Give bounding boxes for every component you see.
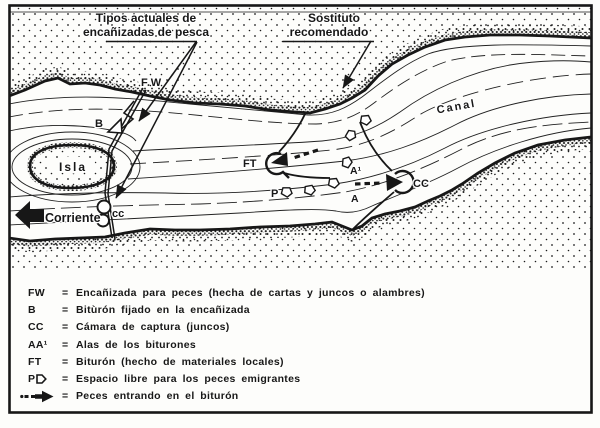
pentagon-icon (36, 374, 48, 384)
legend-row-ft: FT = Biturón (hecho de materiales locale… (28, 353, 568, 370)
fish-entry-arrow-cc (354, 181, 383, 186)
legend-row-cc: CC = Cámara de captura (juncos) (28, 319, 568, 336)
fish-fence-fw (104, 87, 147, 240)
cc-label: CC (413, 178, 429, 190)
equals-sign: = (62, 373, 69, 386)
canal-label: Canal (436, 98, 477, 117)
current-types-label-line1: Tipos actuales de (96, 11, 197, 25)
leader-to-fence (138, 41, 197, 122)
legend-key: FT (28, 355, 42, 368)
equals-sign: = (62, 321, 69, 334)
ft-lower-wing (283, 172, 331, 179)
recommended-label-line2: recomendado (290, 25, 369, 39)
bituron-b-zigzag (118, 100, 135, 132)
capture-chambers-left (96, 199, 112, 228)
current-arrow (15, 201, 44, 229)
legend-key: CC (28, 321, 44, 334)
legend-row-fw: FW = Encañizada para peces (hecha de car… (28, 284, 568, 301)
cc-trap (351, 121, 415, 231)
current-types-label-line2: encañizadas de pesca (83, 25, 209, 39)
p-label: P (271, 188, 278, 200)
legend-row-entry-arrow: = Peces entrando en el biturón (20, 388, 568, 405)
equals-sign: = (62, 338, 69, 351)
leader-to-chambers (115, 41, 198, 199)
legend-key: B (28, 303, 36, 316)
legend-text: Encañizada para peces (hecha de cartas y… (76, 286, 425, 299)
b-label: B (95, 118, 103, 130)
a-label: A (351, 193, 359, 205)
legend: FW = Encañizada para peces (hecha de car… (20, 284, 568, 405)
leader-arrows (115, 40, 372, 199)
ft-label: FT (243, 158, 257, 170)
cc-lower-wing (351, 191, 395, 231)
equals-sign: = (62, 355, 69, 368)
current-label: Corriente (45, 211, 101, 225)
figure-frame (8, 4, 593, 414)
ft-upper-wing (278, 111, 307, 153)
fish-entry-arrow-ft (292, 148, 319, 160)
fish-entry-arrow-icon (20, 390, 54, 403)
legend-row-p: P = Espacio libre para los peces emigran… (28, 370, 568, 387)
legend-text: Cámara de captura (juncos) (76, 321, 230, 334)
ft-trap (265, 111, 331, 179)
legend-key: AA¹ (28, 338, 48, 351)
legend-text: Peces entrando en el biturón (76, 390, 239, 403)
equals-sign: = (62, 303, 69, 316)
legend-row-b: B = Bitùrón fijado en la encañizada (28, 301, 568, 318)
recommended-label-line1: Sostituto (308, 11, 360, 25)
legend-text: Biturón (hecho de materiales locales) (76, 355, 284, 368)
legend-row-aa1: AA¹ = Alas de los biturones (28, 336, 568, 353)
legend-key: FW (28, 286, 45, 299)
fw-label: FW (141, 77, 164, 89)
legend-text: Espacio libre para los peces emigrantes (76, 373, 301, 386)
island-label: Isla (59, 160, 87, 174)
equals-sign: = (62, 286, 69, 299)
cc-upper-wing (359, 121, 393, 172)
legend-key: P (28, 373, 36, 386)
leader-to-substitute (342, 40, 372, 89)
bituron-b-triangle (106, 117, 123, 134)
legend-text: Bitùrón fijado en la encañizada (76, 303, 250, 316)
a1-label: A¹ (350, 165, 362, 177)
equals-sign: = (62, 390, 69, 403)
cc-small-label: cc (112, 208, 124, 220)
legend-text: Alas de los biturones (76, 338, 196, 351)
